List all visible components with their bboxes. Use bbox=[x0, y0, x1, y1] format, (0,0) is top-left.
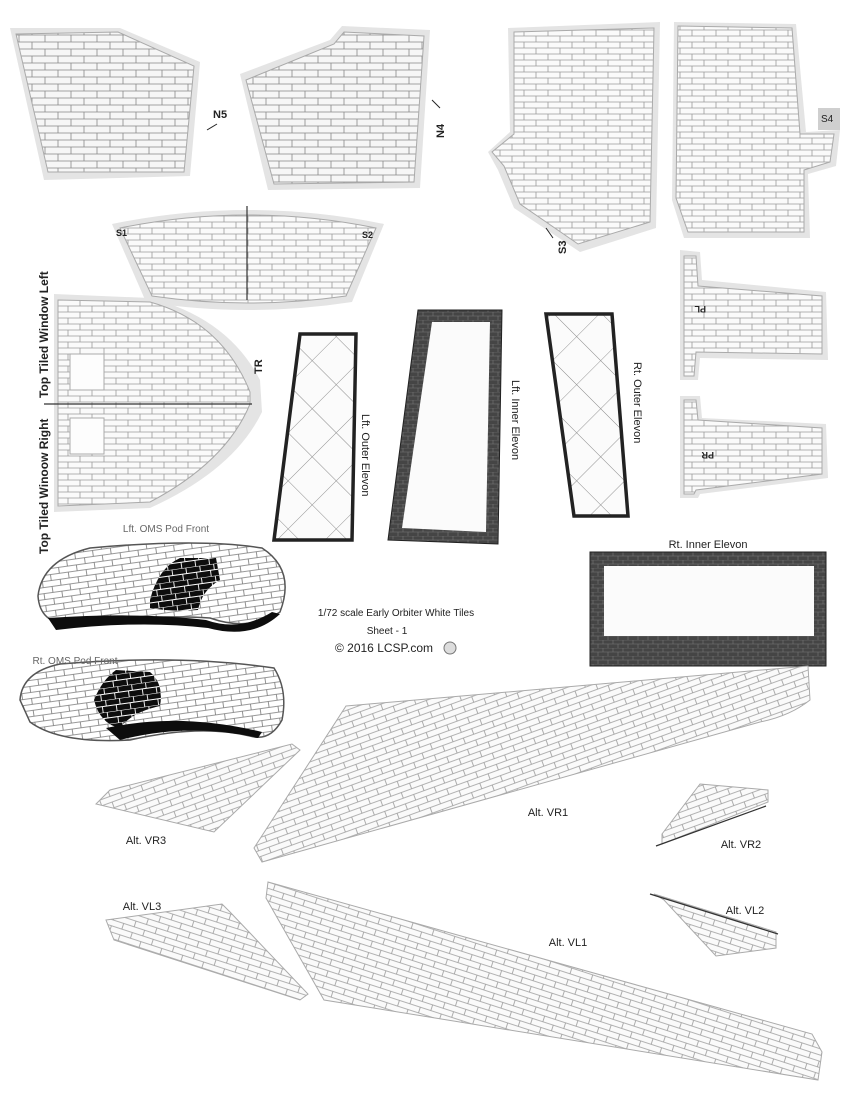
label-s1: S1 bbox=[116, 228, 127, 238]
part-top-tiled-window bbox=[44, 294, 262, 512]
part-alt-vr1 bbox=[253, 665, 811, 863]
label-top-window-left: Top Tiled Window Left bbox=[37, 271, 51, 398]
part-n5 bbox=[10, 28, 218, 180]
part-pr bbox=[680, 396, 828, 498]
label-alt-vr3: Alt. VR3 bbox=[126, 835, 166, 847]
label-top-window-right: Top Tiled Winoow Right bbox=[37, 419, 51, 554]
part-rt-inner-elevon bbox=[589, 551, 827, 667]
part-pl bbox=[680, 250, 828, 380]
label-lft-inner-elevon: Lft. Inner Elevon bbox=[509, 380, 521, 460]
part-rt-outer-elevon bbox=[543, 312, 630, 518]
part-lft-inner-elevon bbox=[387, 309, 503, 545]
label-pr: PR bbox=[701, 450, 714, 460]
label-s2: S2 bbox=[362, 230, 373, 240]
label-rt-inner-elevon: Rt. Inner Elevon bbox=[669, 539, 748, 551]
label-s4: S4 bbox=[821, 114, 834, 125]
label-lft-outer-elevon: Lft. Outer Elevon bbox=[359, 414, 371, 497]
part-alt-vr2 bbox=[655, 783, 769, 847]
sheet-copyright: © 2016 LCSP.com bbox=[335, 641, 433, 655]
label-lft-oms-pod-front: Lft. OMS Pod Front bbox=[123, 524, 209, 535]
globe-icon bbox=[443, 641, 457, 655]
label-alt-vl3: Alt. VL3 bbox=[123, 901, 162, 913]
label-alt-vr1: Alt. VR1 bbox=[528, 807, 568, 819]
label-n5: N5 bbox=[213, 109, 227, 121]
part-s3 bbox=[488, 22, 660, 252]
part-lft-oms-pod-front bbox=[37, 542, 286, 632]
label-alt-vr2: Alt. VR2 bbox=[721, 839, 761, 851]
part-n4 bbox=[240, 26, 441, 190]
label-rt-oms-pod-front: Rt. OMS Pod Front bbox=[32, 656, 117, 667]
label-alt-vl1: Alt. VL1 bbox=[549, 937, 588, 949]
part-alt-vl3 bbox=[105, 903, 309, 1001]
part-s4 bbox=[672, 22, 840, 238]
part-lft-outer-elevon bbox=[272, 332, 358, 542]
part-alt-vl1 bbox=[265, 881, 823, 1081]
label-pl: PL bbox=[694, 304, 706, 314]
part-alt-vl2 bbox=[649, 893, 779, 957]
sheet-title: 1/72 scale Early Orbiter White Tiles bbox=[318, 608, 474, 619]
label-s3: S3 bbox=[557, 241, 569, 254]
sheet-number: Sheet - 1 bbox=[367, 626, 408, 637]
part-alt-vr3 bbox=[95, 743, 301, 833]
label-rt-outer-elevon: Rt. Outer Elevon bbox=[631, 362, 643, 443]
part-rt-oms-pod-front bbox=[19, 659, 285, 742]
label-tr: TR bbox=[253, 359, 265, 374]
part-s1-s2 bbox=[112, 206, 384, 310]
label-alt-vl2: Alt. VL2 bbox=[726, 905, 765, 917]
label-n4: N4 bbox=[435, 123, 447, 138]
